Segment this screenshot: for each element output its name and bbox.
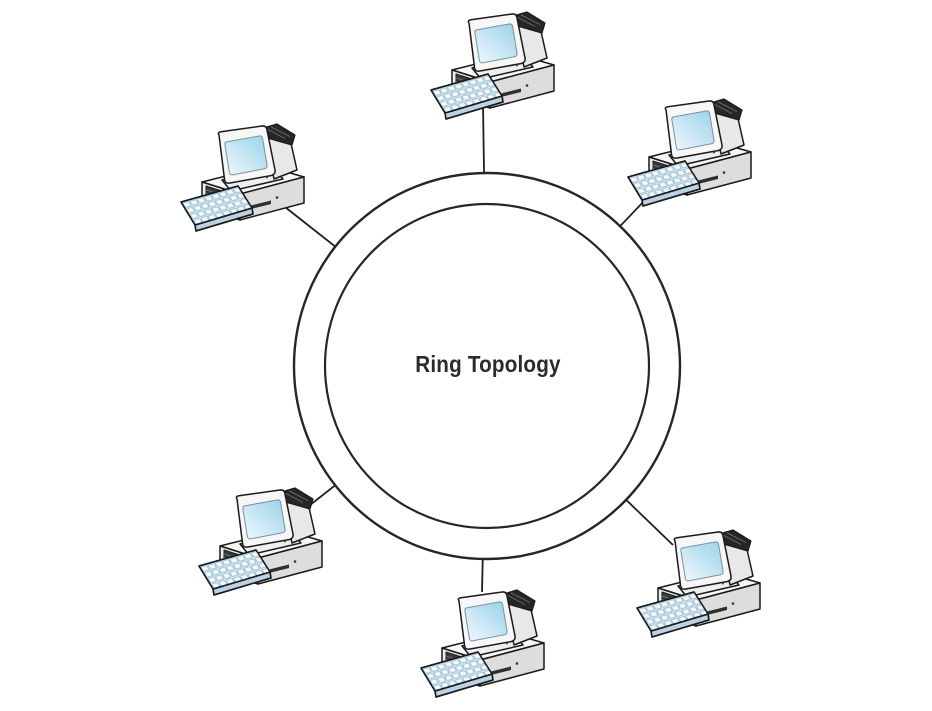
workstation-top-right — [627, 98, 752, 207]
workstation-bottom-left — [198, 487, 323, 596]
workstation-bottom-right — [636, 529, 761, 638]
ring-label: Ring Topology — [415, 351, 561, 378]
workstation-top-left — [180, 123, 305, 232]
ring-inner-circle — [323, 202, 651, 530]
workstation-bottom — [420, 589, 545, 698]
workstation-top — [430, 11, 555, 120]
